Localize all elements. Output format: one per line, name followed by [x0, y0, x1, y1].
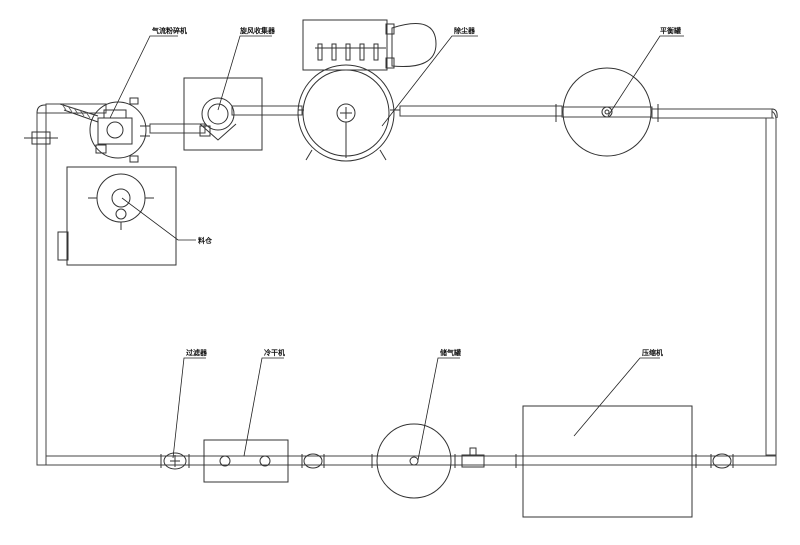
inline-valves [301, 447, 734, 469]
pipe-loop [36, 103, 778, 466]
compressor [522, 405, 693, 518]
refrigerated-dryer [203, 439, 289, 483]
jet-mill-grinder [24, 97, 150, 163]
label-filter: 过滤器 [186, 348, 208, 357]
label-dust-collector: 除尘器 [454, 26, 476, 35]
label-dryer: 冷干机 [264, 348, 285, 357]
balance-tank [555, 67, 659, 157]
leader-lines [109, 35, 684, 461]
cyclone-collector [183, 77, 263, 151]
filter [160, 452, 190, 470]
label-cyclone: 旋风收集器 [239, 26, 276, 35]
labels: 气流粉碎机 旋风收集器 除尘器 平衡罐 料仓 过滤器 冷干机 储气罐 压缩机 [151, 26, 681, 357]
dust-collector [297, 19, 437, 162]
label-grinder: 气流粉碎机 [151, 26, 187, 35]
label-compressor: 压缩机 [642, 348, 663, 357]
gas-storage-tank [376, 423, 452, 499]
hopper [57, 166, 177, 266]
label-gas-tank: 储气罐 [439, 348, 461, 357]
label-hopper: 料仓 [198, 236, 213, 245]
label-balance-tank: 平衡罐 [660, 26, 681, 35]
